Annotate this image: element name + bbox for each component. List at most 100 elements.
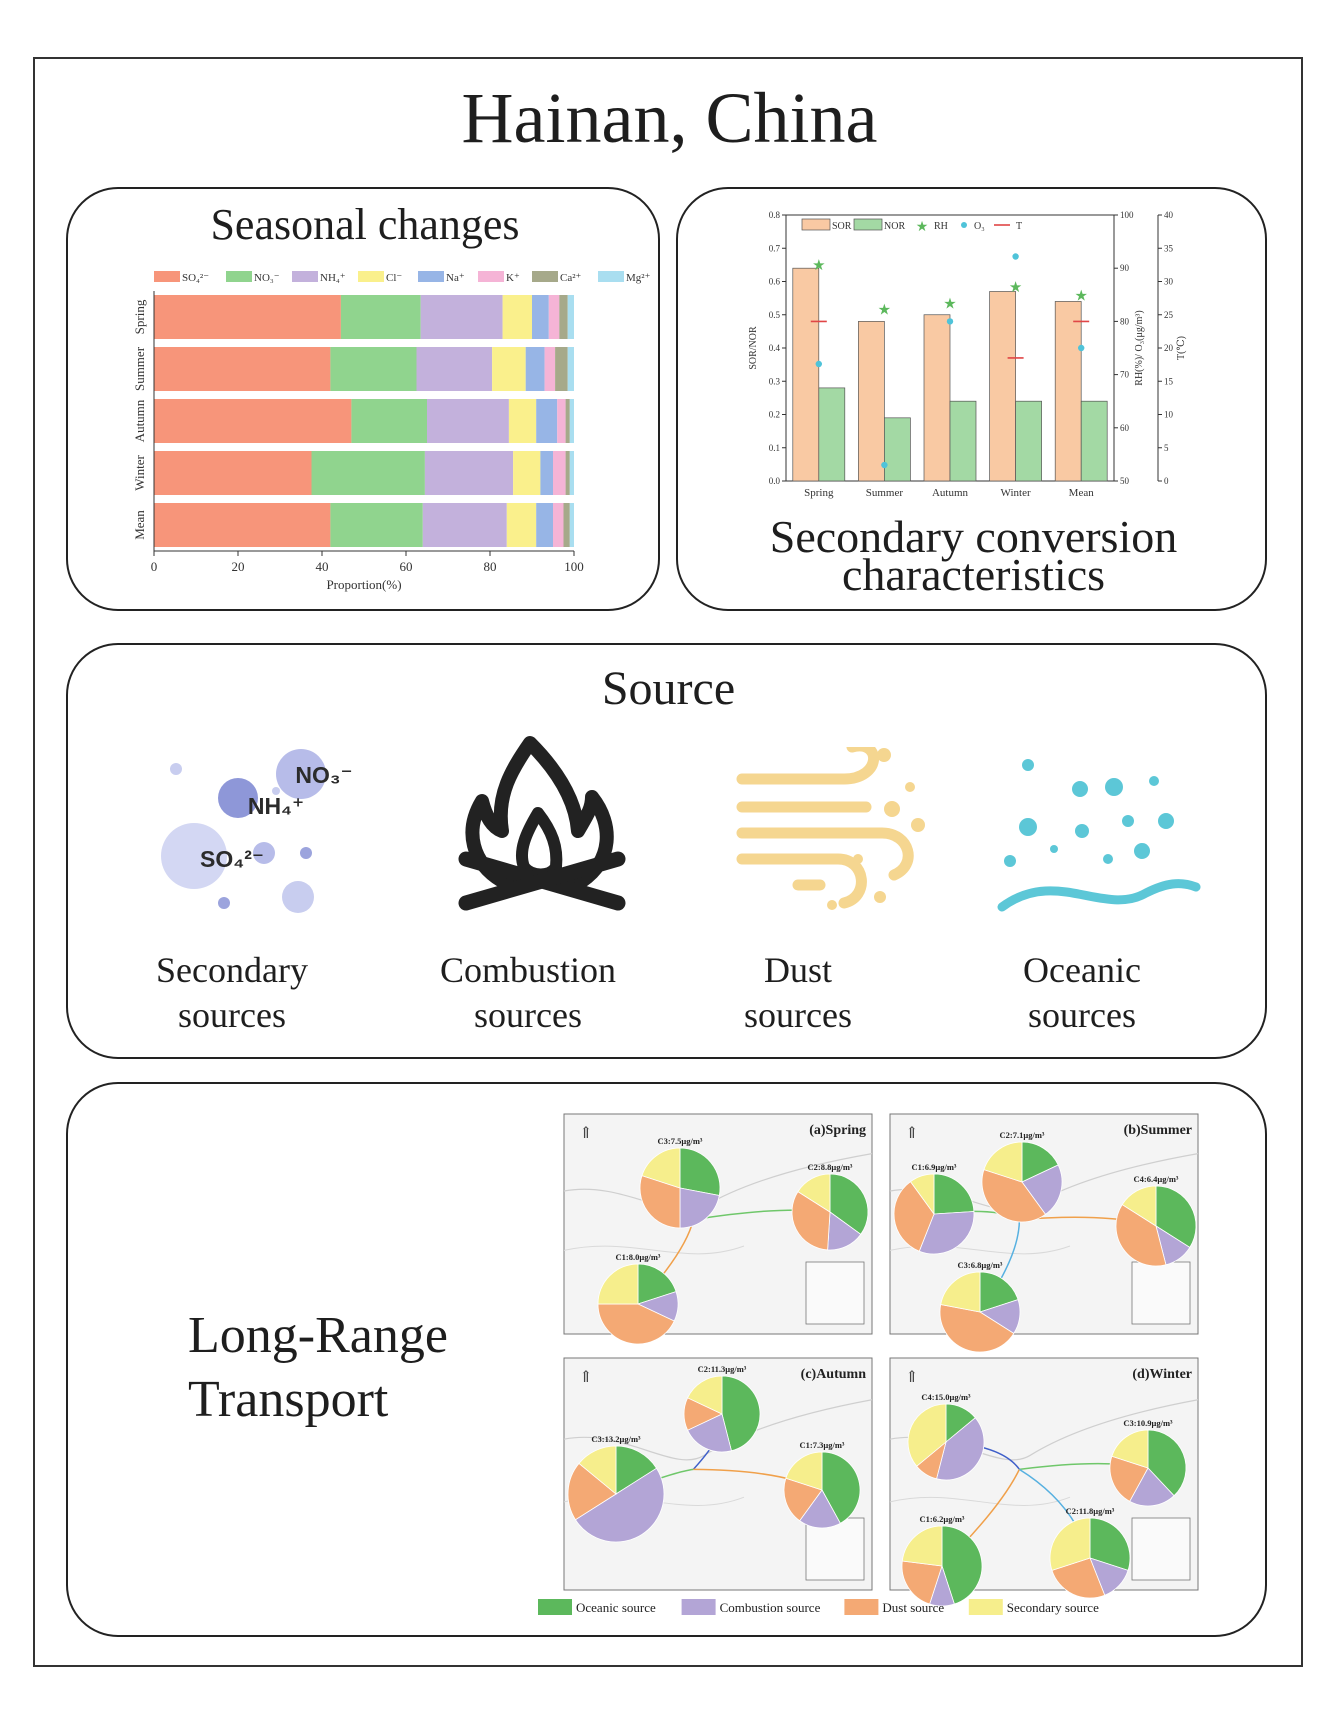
- legend-o3-marker: [961, 222, 967, 228]
- oceanic-sources-line2: sources: [1028, 995, 1136, 1035]
- left-tick-label-4: 0.4: [769, 343, 781, 353]
- transport-legend-swatch-1: [681, 1599, 716, 1615]
- inset-map-0: [805, 1261, 865, 1325]
- cluster-label-1-0: C2:7.1μg/m³: [1000, 1130, 1045, 1140]
- nor-bar-autumn: [949, 400, 977, 482]
- bar-spring-7: [567, 295, 574, 339]
- bar-spring-1: [340, 295, 421, 339]
- pie-0-1-slice-0: [829, 1173, 869, 1235]
- transport-title: Long-Range Transport: [188, 1304, 448, 1432]
- transport-title-line1: Long-Range: [188, 1307, 448, 1364]
- cluster-label-2-1: C3:13.2μg/m³: [591, 1434, 641, 1444]
- right1-tick-label-1: 60: [1120, 423, 1130, 433]
- bar-autumn-0: [154, 399, 352, 443]
- transport-legend-label-3: Secondary source: [1007, 1600, 1099, 1615]
- map-panel-2: ⇑(c)AutumnC2:11.3μg/m³C3:13.2μg/m³C1:7.3…: [563, 1357, 873, 1591]
- dust-sources-label: Dust sources: [698, 948, 898, 1038]
- category-label-winter: Winter: [132, 455, 147, 491]
- bar-mean-3: [506, 503, 537, 547]
- legend-nor-label: NOR: [884, 221, 905, 232]
- pie-2-1-slice-1: [574, 1467, 665, 1543]
- nor-bar-summer: [884, 417, 911, 482]
- map-label-3: (d)Winter: [1132, 1367, 1192, 1382]
- so4-label: SO₄²⁻: [200, 846, 264, 872]
- pie-3-2-slice-2: [901, 1560, 943, 1605]
- nh4-label: NH₄⁺: [248, 793, 304, 819]
- transport-title-line2: Transport: [188, 1371, 389, 1428]
- bar-winter-5: [553, 451, 566, 495]
- bar-mean-5: [553, 503, 564, 547]
- combustion-sources-line1: Combustion: [439, 950, 617, 990]
- pie-1-1-slice-3: [909, 1173, 935, 1216]
- oceanic-sources-label: Oceanic sources: [982, 948, 1182, 1038]
- bar-summer-2: [416, 347, 493, 391]
- pie-2-2-slice-2: [783, 1477, 823, 1522]
- o3-point-autumn: [946, 318, 954, 325]
- bar-mean-0: [154, 503, 331, 547]
- right2-tick-label-1: 5: [1164, 443, 1169, 453]
- right1-tick-label-4: 90: [1120, 263, 1130, 273]
- secondary-conversion-chart: ★Spring★Summer★Autumn★Winter★Mean0.00.10…: [748, 210, 1187, 499]
- legend-label-2: NH₄⁺: [320, 272, 346, 284]
- bar-autumn-5: [557, 399, 566, 443]
- legend-swatch-6: [532, 271, 558, 282]
- o3-point-winter: [1012, 253, 1019, 260]
- transport-legend-label-0: Oceanic source: [576, 1600, 656, 1615]
- pie-1-3-slice-3: [940, 1271, 981, 1313]
- x-tick-label-autumn: Autumn: [932, 487, 969, 499]
- x-tick-label-4: 80: [484, 559, 497, 574]
- fire-icon: [458, 736, 626, 911]
- pie-2-0-slice-3: [687, 1375, 723, 1415]
- x-tick-label-2: 40: [316, 559, 329, 574]
- left-tick-label-7: 0.7: [769, 243, 781, 253]
- pie-1-3-slice-2: [939, 1304, 1015, 1353]
- pie-2-2-slice-1: [799, 1489, 841, 1529]
- pie-0-2-slice-3: [597, 1263, 639, 1305]
- legend-swatch-3: [358, 271, 384, 282]
- sor-bar-autumn: [923, 314, 951, 482]
- rh-point-summer: ★: [878, 303, 891, 319]
- category-label-summer: Summer: [132, 346, 147, 391]
- secondary-conversion-title-line1: Secondary conversion: [769, 511, 1178, 562]
- inset-map-2: [805, 1517, 865, 1581]
- cluster-label-0-1: C2:8.8μg/m³: [808, 1162, 853, 1172]
- bar-spring-6: [559, 295, 568, 339]
- right1-tick-label-3: 80: [1120, 316, 1130, 326]
- legend-swatch-1: [226, 271, 252, 282]
- source-title: Source: [601, 662, 736, 715]
- legend-swatch-7: [598, 271, 624, 282]
- bar-winter-7: [569, 451, 574, 495]
- legend-swatch-2: [292, 271, 318, 282]
- sor-bar-winter: [989, 291, 1016, 482]
- right2-tick-label-5: 25: [1164, 310, 1174, 320]
- right2-tick-label-4: 20: [1164, 343, 1174, 353]
- x-tick-label-spring: Spring: [804, 487, 834, 499]
- nor-bar-winter: [1015, 400, 1042, 482]
- seasonal-stacked-bar-chart: SO₄²⁻NO₃⁻NH₄⁺Cl⁻Na⁺K⁺Ca²⁺Mg²⁺SpringSumme…: [132, 271, 651, 592]
- legend-rh-label: RH: [934, 221, 948, 232]
- cluster-label-1-2: C4:6.4μg/m³: [1134, 1174, 1179, 1184]
- sor-bar-spring: [792, 267, 820, 482]
- right1-tick-label-0: 50: [1120, 476, 1130, 486]
- pie-1-1-slice-0: [933, 1173, 975, 1215]
- bar-autumn-1: [351, 399, 427, 443]
- pie-3-0-slice-1: [936, 1417, 985, 1481]
- legend-t-label: T: [1016, 221, 1022, 232]
- o3-point-summer: [881, 461, 888, 469]
- legend-label-1: NO₃⁻: [254, 272, 280, 284]
- cluster-label-3-3: C2:11.8μg/m³: [1066, 1506, 1115, 1516]
- rh-point-spring: ★: [812, 258, 825, 274]
- pie-0-0-slice-0: [679, 1147, 721, 1196]
- rh-point-winter: ★: [1009, 280, 1022, 296]
- map-border-0: [563, 1245, 745, 1255]
- map-coastline-2: [563, 1399, 873, 1461]
- seasonal-changes-panel: Seasonal changes SO₄²⁻NO₃⁻NH₄⁺Cl⁻Na⁺K⁺Ca…: [66, 187, 660, 611]
- bar-spring-5: [548, 295, 560, 339]
- pie-1-0-slice-2: [981, 1169, 1047, 1223]
- cluster-label-3-1: C3:10.9μg/m³: [1123, 1418, 1173, 1428]
- x-tick-label-3: 60: [400, 559, 413, 574]
- transport-legend-label-1: Combustion source: [720, 1600, 821, 1615]
- dust-sources-line2: sources: [744, 995, 852, 1035]
- seasonal-changes-title: Seasonal changes: [210, 200, 520, 249]
